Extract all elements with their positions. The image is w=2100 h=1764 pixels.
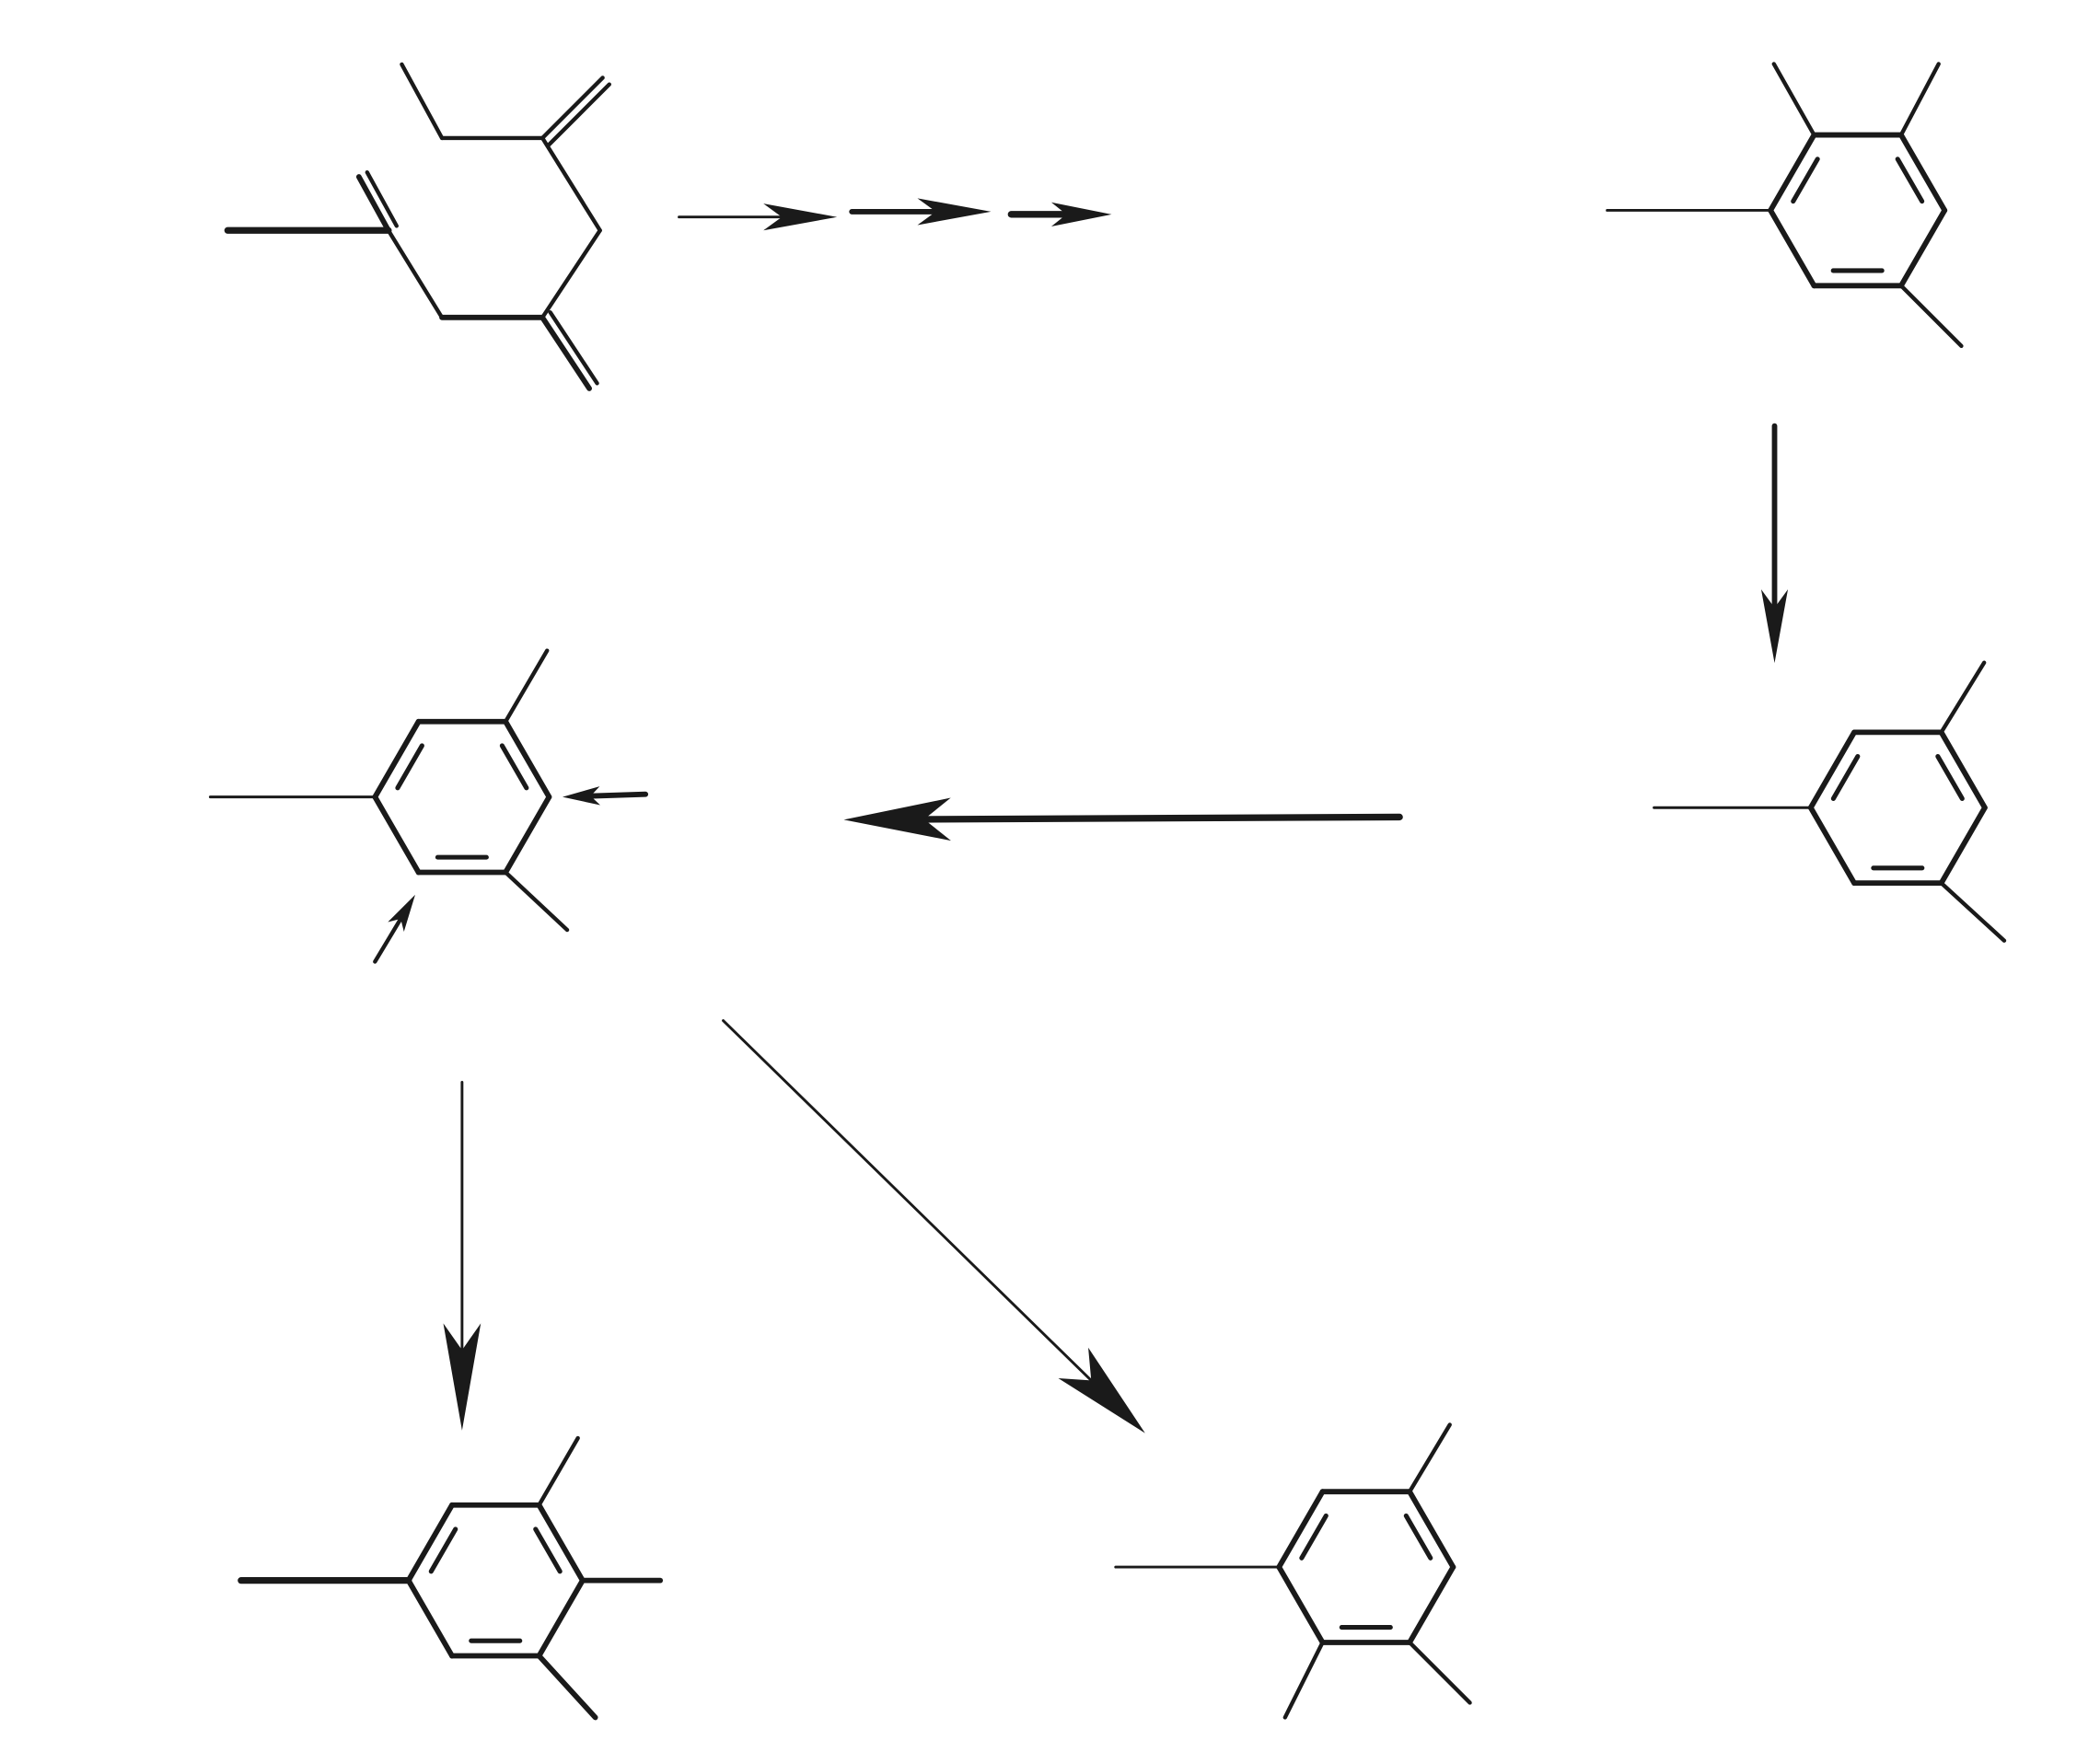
methyl-substituent (1407, 1640, 1472, 1705)
aromatic-inner-bond (499, 743, 529, 791)
methyl-substituent (1898, 62, 1941, 137)
attack-site-arrow-bottom-shaft (373, 915, 404, 964)
attack-site-arrow-right-head (562, 786, 601, 806)
attack-site-arrow-bottom-head (388, 894, 415, 932)
bond (400, 62, 445, 141)
bond (540, 75, 605, 141)
ring-bond (1938, 729, 1988, 811)
methyl-substituent (536, 1653, 598, 1721)
ring-bond (1898, 207, 1948, 289)
double-bond-line (547, 82, 612, 147)
aromatic-inner-bond (428, 1526, 458, 1574)
arrow-left-main-shaft (915, 813, 1403, 823)
ring-bond (536, 1502, 586, 1584)
methyl-substituent (503, 648, 550, 724)
ring-bond (1938, 805, 1988, 887)
ring-bond (1407, 1489, 1456, 1570)
aromatic-inner-bond (1299, 1513, 1328, 1561)
aromatic-inner-bond (1830, 754, 1861, 801)
ring-bond (372, 794, 422, 876)
ring-bond (405, 1502, 455, 1584)
ring-bond (1276, 1564, 1326, 1645)
ring-bond (1768, 207, 1817, 289)
ring-bond (1807, 805, 1857, 887)
arrow-diagonal-shaft (722, 1019, 1096, 1386)
aromatic-inner-bond (1791, 157, 1820, 204)
methyl-substituent (1939, 880, 2007, 943)
arrow-down-left-head (443, 1323, 481, 1431)
reaction-arrows (373, 198, 1789, 1433)
ring-bond (1898, 132, 1948, 214)
aromatic-inner-bond (1895, 157, 1925, 204)
ring-bond (503, 794, 552, 876)
tetramethylbenzene-product-right (1114, 1422, 1472, 1720)
arrow-diagonal-head (1058, 1347, 1145, 1433)
tetramethylbenzene-product-left (238, 1435, 664, 1721)
double-bond-line (365, 170, 399, 228)
ring-bond (1768, 132, 1817, 214)
aromatic-inner-bond (1935, 754, 1965, 801)
methyl-substituent (1939, 660, 1987, 735)
aromatic-inner-bond (395, 743, 424, 791)
multistep-arrow-3-head (1050, 202, 1112, 226)
ring-bond (503, 718, 552, 800)
double-bond-line (548, 310, 599, 386)
methyl-substituent (1282, 1640, 1325, 1720)
ring-bond (1407, 1564, 1456, 1645)
ring-bond (536, 1577, 586, 1659)
attack-site-arrow-right-shaft (586, 791, 649, 799)
bond (540, 135, 602, 233)
methyl-substituent (537, 1435, 580, 1507)
methyl-substituent (1771, 62, 1816, 137)
bond (540, 314, 592, 391)
aromatic-inner-bond (1403, 1513, 1433, 1561)
arrow-down-right-head (1760, 589, 1789, 664)
aromatic-inner-bond (533, 1526, 563, 1574)
ring-bond (1807, 729, 1857, 811)
multistep-arrow-2-head (917, 198, 992, 226)
methyl-substituent (503, 870, 570, 933)
bond (540, 228, 602, 320)
ring-bond (1276, 1489, 1326, 1570)
tetramethylbenzene-structure-top (1606, 62, 1964, 348)
trimethylbenzene-structure-left (208, 648, 570, 933)
ring-bond (405, 1577, 455, 1659)
trimethylbenzene-structure-right (1653, 660, 2007, 943)
ring-bond (372, 718, 422, 800)
bond (386, 228, 445, 320)
methyl-substituent (1898, 284, 1964, 348)
bond (355, 174, 391, 234)
multistep-arrow-1-head (763, 203, 838, 231)
open-chain-precursor (224, 62, 612, 391)
methyl-substituent (1407, 1422, 1452, 1494)
arrow-left-main-head (843, 797, 951, 841)
